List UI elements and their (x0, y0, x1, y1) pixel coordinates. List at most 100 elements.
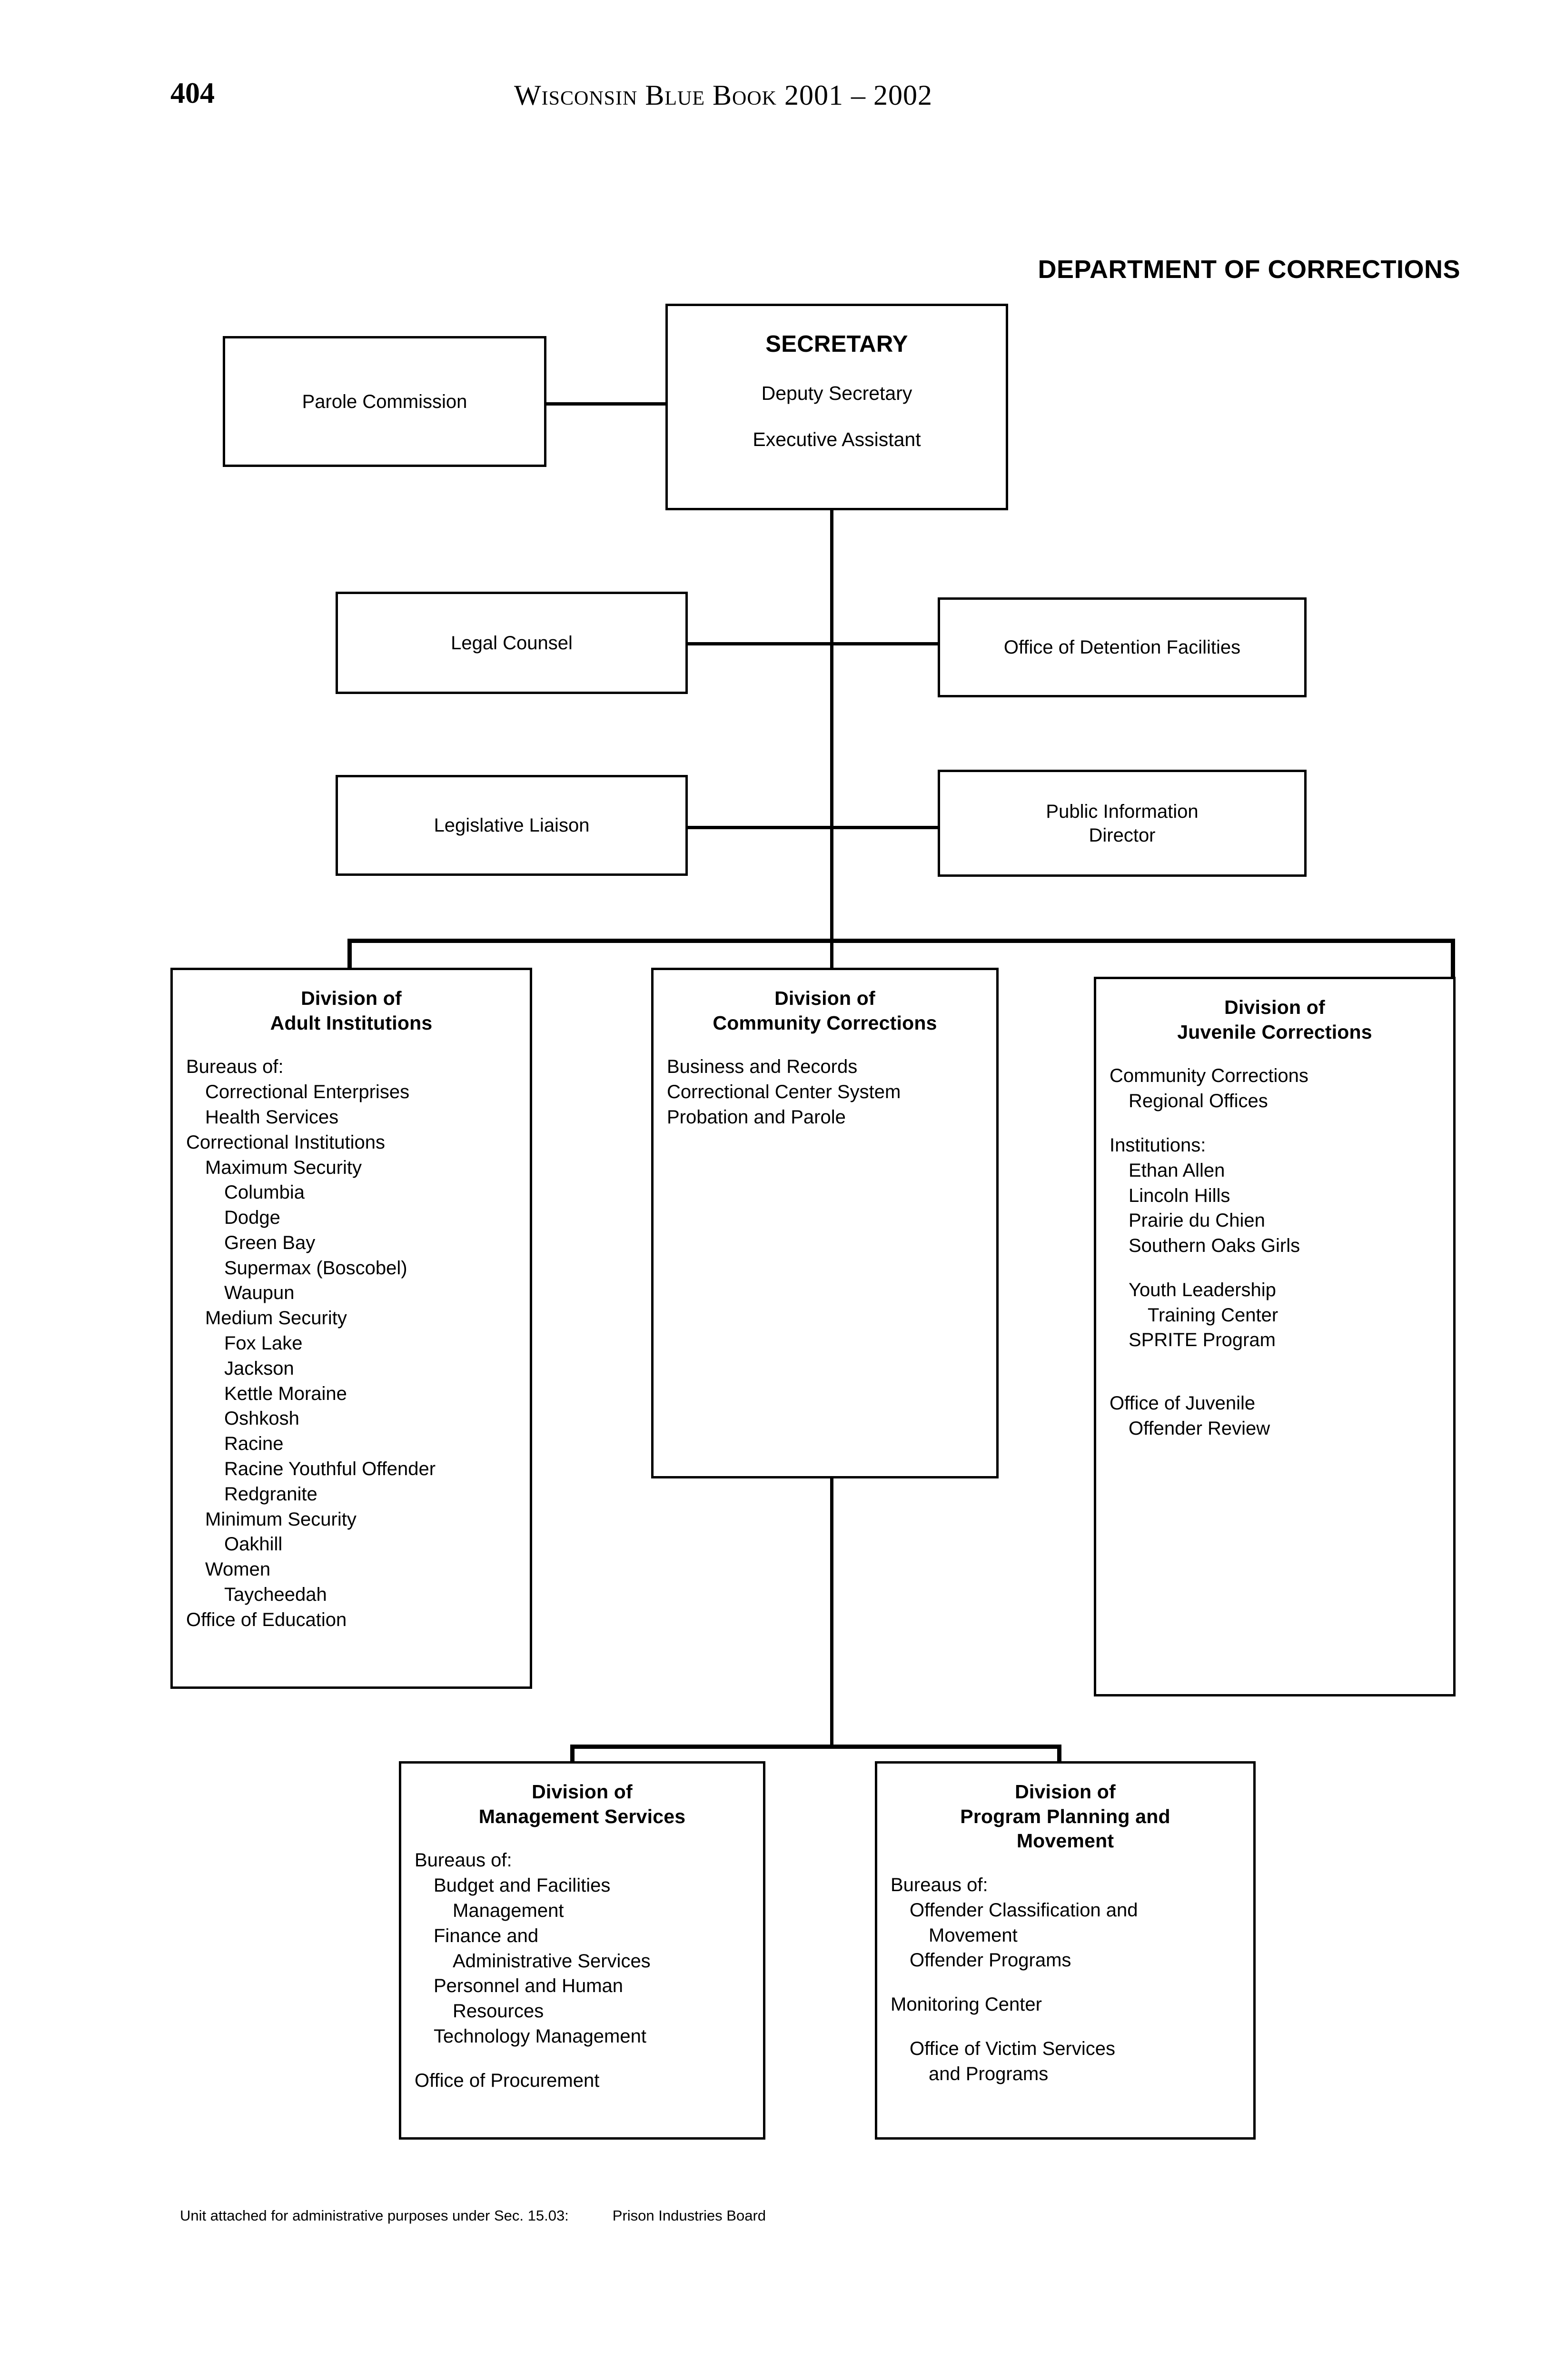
node-secretary-title: SECRETARY (765, 331, 908, 357)
list-item: Offender Programs (910, 1950, 1071, 1971)
node-secretary-executive-assistant: Executive Assistant (753, 428, 921, 450)
list-item: Office of Juvenile (1110, 1393, 1256, 1414)
node-public-information-director[interactable]: Public Information Director (938, 770, 1307, 877)
node-office-of-detention-facilities-label: Office of Detention Facilities (1003, 637, 1241, 658)
list-item: Racine Youthful Offender (224, 1458, 436, 1480)
list-item: Movement (929, 1924, 1018, 1946)
list-item: Oakhill (224, 1534, 283, 1555)
list-item: Dodge (224, 1207, 280, 1229)
list-item: Medium Security (205, 1308, 347, 1329)
node-division-juvenile-corrections[interactable]: Division of Juvenile Corrections Communi… (1094, 977, 1456, 1696)
list-item: Lincoln Hills (1129, 1185, 1230, 1206)
list-item: Correctional Institutions (186, 1131, 385, 1153)
list-item: Personnel and Human (434, 1975, 624, 1997)
node-division-management-services[interactable]: Division of Management Services Bureaus … (399, 1761, 765, 2140)
node-office-of-detention-facilities[interactable]: Office of Detention Facilities (938, 597, 1307, 697)
list-item: Prairie du Chien (1129, 1210, 1265, 1231)
list-spacer (1096, 1114, 1453, 1133)
node-secretary-deputy: Deputy Secretary (761, 382, 912, 404)
list-item: Fox Lake (224, 1333, 303, 1354)
node-secretary[interactable]: SECRETARY Deputy Secretary Executive Ass… (665, 304, 1008, 510)
connector-bus-to-juvenile (1451, 939, 1455, 980)
list-item: Monitoring Center (891, 1994, 1042, 2015)
list-item: Waupun (224, 1282, 295, 1304)
list-item: Supermax (Boscobel) (224, 1257, 407, 1279)
node-parole-commission-label: Parole Commission (302, 391, 467, 412)
list-item: Youth Leadership (1129, 1279, 1276, 1300)
node-division-adult-institutions-title: Division of Adult Institutions (270, 987, 433, 1034)
node-public-information-director-line2: Director (1089, 824, 1156, 846)
footnote-label: Unit attached for administrative purpose… (180, 2207, 569, 2224)
node-legislative-liaison[interactable]: Legislative Liaison (336, 775, 688, 876)
list-item: Racine (224, 1433, 284, 1455)
list-item: Health Services (205, 1106, 339, 1128)
node-public-information-director-line1: Public Information (1046, 801, 1199, 822)
footnote: Unit attached for administrative purpose… (180, 2206, 766, 2225)
list-item: Community Corrections (1110, 1065, 1308, 1087)
list-spacer (877, 2017, 1253, 2036)
list-item: Taycheedah (224, 1584, 327, 1606)
list-item: Bureaus of: (415, 1850, 512, 1871)
node-legislative-liaison-label: Legislative Liaison (434, 815, 590, 836)
node-legal-counsel-label: Legal Counsel (451, 632, 573, 654)
list-item: Women (205, 1559, 271, 1580)
list-item: SPRITE Program (1129, 1329, 1276, 1351)
page-number: 404 (170, 77, 215, 109)
list-item: Business and Records (667, 1056, 858, 1078)
node-division-community-corrections-title: Division of Community Corrections (713, 987, 937, 1034)
list-spacer (1096, 1259, 1453, 1278)
list-item: Office of Education (186, 1609, 347, 1630)
list-item: Correctional Center System (667, 1081, 901, 1103)
list-item: Kettle Moraine (224, 1383, 347, 1404)
list-item: Redgranite (224, 1483, 317, 1505)
connector-bus-to-adult (347, 939, 352, 970)
list-item: Offender Review (1129, 1418, 1270, 1439)
list-item: Correctional Enterprises (205, 1081, 410, 1103)
node-parole-commission[interactable]: Parole Commission (223, 336, 546, 467)
list-item: Offender Classification and (910, 1899, 1138, 1921)
list-item: Budget and Facilities (434, 1875, 611, 1896)
list-item: Training Center (1148, 1304, 1278, 1326)
node-division-management-services-title: Division of Management Services (478, 1781, 686, 1827)
list-item: Finance and (434, 1925, 539, 1946)
list-item: Bureaus of: (186, 1056, 284, 1078)
node-legal-counsel[interactable]: Legal Counsel (336, 592, 688, 694)
division-bus-top (347, 939, 1455, 943)
node-division-program-planning-and-movement-title: Division of Program Planning and Movemen… (960, 1781, 1170, 1852)
list-item: Green Bay (224, 1232, 316, 1253)
list-item: Oshkosh (224, 1408, 299, 1429)
list-item: Administrative Services (453, 1950, 651, 1972)
list-item: Institutions: (1110, 1134, 1206, 1156)
node-division-juvenile-corrections-title: Division of Juvenile Corrections (1177, 996, 1372, 1043)
node-division-adult-institutions[interactable]: Division of Adult Institutions Bureaus o… (170, 968, 532, 1689)
list-item: Office of Victim Services (910, 2038, 1115, 2059)
list-item: Maximum Security (205, 1157, 362, 1178)
list-item: Office of Procurement (415, 2070, 600, 2091)
list-spacer (1096, 1372, 1453, 1391)
list-item: Management (453, 1900, 564, 1921)
division-bus-bottom (570, 1745, 1061, 1749)
node-division-program-planning-and-movement[interactable]: Division of Program Planning and Movemen… (875, 1761, 1256, 2140)
list-item: Columbia (224, 1182, 305, 1203)
connector-secretary-trunk (830, 509, 833, 940)
list-item: Regional Offices (1129, 1091, 1268, 1112)
list-item: Southern Oaks Girls (1129, 1235, 1300, 1257)
list-spacer (1096, 1353, 1453, 1372)
connector-legal-detention (685, 642, 940, 645)
list-spacer (877, 1973, 1253, 1992)
page-title: DEPARTMENT OF CORRECTIONS (1038, 255, 1460, 284)
list-item: Jackson (224, 1358, 294, 1379)
list-item: Resources (453, 2001, 544, 2022)
list-item: Minimum Security (205, 1508, 357, 1530)
list-item: and Programs (929, 2063, 1049, 2084)
node-division-community-corrections[interactable]: Division of Community Corrections Busine… (651, 968, 999, 1478)
list-item: Technology Management (434, 2025, 646, 2047)
connector-parole-to-secretary (543, 402, 666, 406)
running-head: Wisconsin Blue Book 2001 – 2002 (514, 79, 933, 111)
